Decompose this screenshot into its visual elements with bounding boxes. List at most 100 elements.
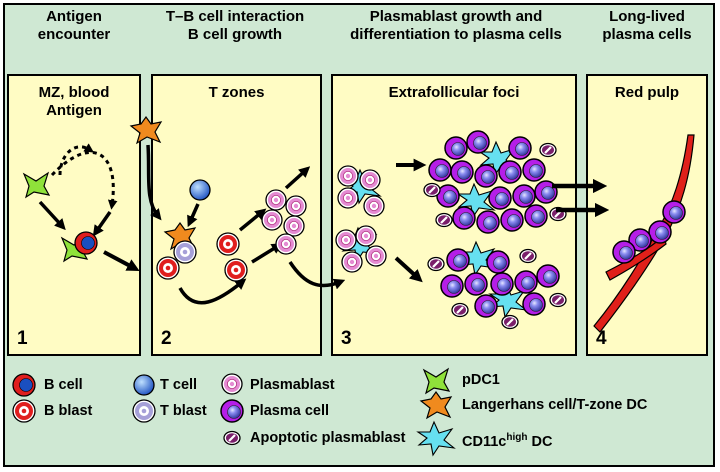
plasma-cell bbox=[474, 164, 498, 188]
panel-title: Red pulp bbox=[614, 84, 680, 101]
b-cell bbox=[74, 231, 98, 255]
plasmablast bbox=[261, 209, 283, 231]
plasma-cell bbox=[486, 250, 510, 274]
plasma-cell bbox=[512, 184, 536, 208]
b-blast bbox=[216, 232, 240, 256]
legend-t-blast: T blast bbox=[160, 403, 207, 419]
plasma-cell bbox=[446, 248, 470, 272]
header-long-lived: Long-lived plasma cells bbox=[602, 8, 692, 43]
panel2-cells bbox=[130, 116, 346, 305]
growth-arrow bbox=[251, 243, 283, 264]
panel-title: T zones bbox=[208, 84, 265, 101]
plasmablast bbox=[359, 169, 381, 191]
plasma-cell bbox=[450, 160, 474, 184]
plasmablast bbox=[365, 245, 387, 267]
apoptotic-plasmablast bbox=[422, 182, 442, 198]
plasma-cell bbox=[524, 204, 548, 228]
apoptotic-plasmablast bbox=[500, 314, 520, 330]
migration-arrow bbox=[103, 250, 140, 272]
plasmablast bbox=[355, 225, 377, 247]
panel-mz-blood: MZ, blood Antigen 1 bbox=[7, 74, 141, 356]
plasmablast bbox=[285, 195, 307, 217]
t-cell-arrow bbox=[187, 203, 200, 228]
panel-number: 3 bbox=[341, 328, 352, 349]
plasma-cell bbox=[466, 130, 490, 154]
plasma-cell bbox=[490, 272, 514, 296]
plasma-cell bbox=[488, 186, 512, 210]
header-antigen-encounter: Antigen encounter bbox=[37, 8, 111, 43]
plasma-cell bbox=[522, 292, 546, 316]
plasmablast bbox=[337, 187, 359, 209]
plasmablast bbox=[341, 251, 363, 273]
t-cell-icon bbox=[133, 374, 155, 396]
plasma-cell bbox=[612, 240, 636, 264]
b-cell-icon bbox=[12, 373, 36, 397]
plasma-cell bbox=[440, 274, 464, 298]
plasma-cell bbox=[444, 136, 468, 160]
growth-arrow bbox=[284, 166, 311, 190]
t-cell bbox=[189, 179, 211, 201]
langerhans-cell bbox=[130, 116, 162, 144]
plasma-cell bbox=[514, 270, 538, 294]
panel1-cells bbox=[23, 143, 140, 272]
plasmablast bbox=[337, 165, 359, 187]
b-blast bbox=[156, 256, 180, 280]
panel-number: 4 bbox=[596, 328, 607, 349]
legend-b-cell: B cell bbox=[44, 377, 83, 393]
plasmablast bbox=[335, 229, 357, 251]
plasmablast bbox=[265, 189, 287, 211]
pdc1-icon bbox=[423, 368, 450, 394]
recirculation-arrow bbox=[50, 150, 118, 210]
legend-apoptotic: Apoptotic plasmablast bbox=[250, 430, 406, 446]
differentiation-arrow bbox=[394, 256, 423, 283]
panel-title: MZ, blood Antigen bbox=[38, 84, 110, 119]
legend-cd11c: CD11chigh DC bbox=[462, 432, 553, 450]
plasma-cell bbox=[648, 220, 672, 244]
t-blast-icon bbox=[132, 399, 156, 423]
apoptotic-plasmablast bbox=[548, 292, 568, 308]
apoptotic-plasmablast bbox=[518, 248, 538, 264]
langerhans-icon bbox=[420, 391, 452, 419]
legend-langerhans: Langerhans cell/T-zone DC bbox=[462, 397, 648, 413]
legend-plasmablast: Plasmablast bbox=[250, 377, 335, 393]
plasma-cell bbox=[662, 200, 686, 224]
plasmablast bbox=[363, 195, 385, 217]
plasma-cell-icon bbox=[220, 399, 244, 423]
b-blast bbox=[224, 258, 248, 282]
exit-arrow bbox=[288, 261, 346, 290]
plasma-cell bbox=[474, 294, 498, 318]
plasma-cell bbox=[508, 136, 532, 160]
plasmablast-icon bbox=[221, 373, 243, 395]
legend-t-cell: T cell bbox=[160, 377, 198, 393]
header-tb-interaction: T–B cell interaction B cell growth bbox=[165, 8, 305, 43]
panel-number: 2 bbox=[161, 328, 172, 349]
plasmablast bbox=[275, 233, 297, 255]
cd11c-icon bbox=[417, 421, 455, 456]
panel3-cells bbox=[335, 130, 610, 330]
recirculation-arrow bbox=[58, 143, 94, 176]
plasma-cell bbox=[428, 158, 452, 182]
plasma-cell bbox=[452, 206, 476, 230]
apoptotic-icon bbox=[222, 430, 242, 446]
panel-title: Extrafollicular foci bbox=[388, 84, 520, 101]
panel4-cells bbox=[593, 134, 695, 333]
growth-arrow bbox=[178, 278, 247, 305]
apoptotic-plasmablast bbox=[434, 212, 454, 228]
b-blast-icon bbox=[12, 399, 36, 423]
plasmablast bbox=[283, 215, 305, 237]
apoptotic-plasmablast bbox=[450, 302, 470, 318]
legend-plasma-cell: Plasma cell bbox=[250, 403, 329, 419]
legend-b-blast: B blast bbox=[44, 403, 93, 419]
plasma-cell bbox=[500, 208, 524, 232]
plasma-cell bbox=[498, 160, 522, 184]
legend-pdc1: pDC1 bbox=[462, 372, 500, 388]
pdc1-arrow bbox=[92, 210, 112, 237]
pdc1-arrow bbox=[38, 200, 66, 231]
growth-arrow bbox=[238, 208, 267, 232]
t-blast bbox=[173, 240, 197, 264]
header-plasmablast-growth: Plasmablast growth and differentiation t… bbox=[350, 8, 562, 43]
apoptotic-plasmablast bbox=[538, 142, 558, 158]
plasma-cell bbox=[476, 210, 500, 234]
